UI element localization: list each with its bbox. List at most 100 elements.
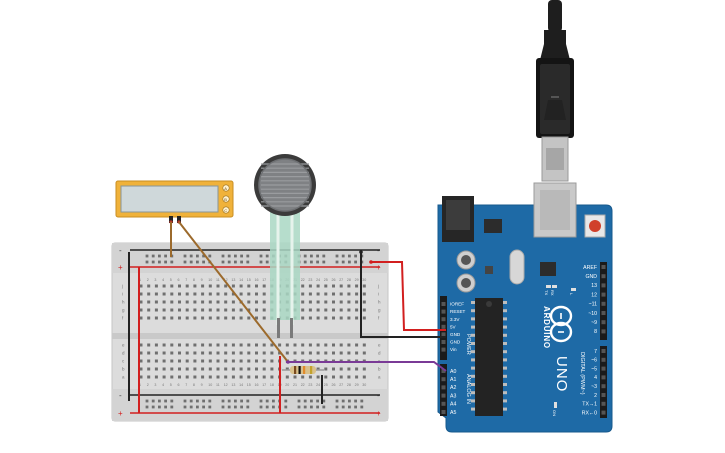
rail-hole[interactable] xyxy=(183,254,187,258)
breadboard-hole[interactable] xyxy=(355,375,359,379)
breadboard-hole[interactable] xyxy=(185,308,189,312)
rail-hole[interactable] xyxy=(227,399,231,403)
breadboard-hole[interactable] xyxy=(208,300,212,304)
breadboard-hole[interactable] xyxy=(216,316,220,320)
breadboard-hole[interactable] xyxy=(170,292,174,296)
breadboard-hole[interactable] xyxy=(308,316,312,320)
breadboard-hole[interactable] xyxy=(231,284,235,288)
breadboard-hole[interactable] xyxy=(170,284,174,288)
rail-hole[interactable] xyxy=(265,254,269,258)
breadboard-hole[interactable] xyxy=(193,351,197,355)
breadboard-hole[interactable] xyxy=(362,292,366,296)
breadboard-hole[interactable] xyxy=(139,300,143,304)
breadboard-hole[interactable] xyxy=(347,316,351,320)
breadboard-hole[interactable] xyxy=(332,284,335,288)
rail-hole[interactable] xyxy=(164,399,167,403)
breadboard-hole[interactable] xyxy=(201,375,205,379)
breadboard-hole[interactable] xyxy=(362,343,366,347)
breadboard-hole[interactable] xyxy=(139,343,143,347)
breadboard-hole[interactable] xyxy=(147,351,151,355)
breadboard-hole[interactable] xyxy=(362,375,366,379)
breadboard-hole[interactable] xyxy=(324,343,328,347)
usb-cable[interactable] xyxy=(536,0,574,182)
breadboard-hole[interactable] xyxy=(239,284,243,288)
rail-hole[interactable] xyxy=(265,399,269,403)
rail-hole[interactable] xyxy=(354,260,357,264)
arduino-uno[interactable]: ARDUINO UNO POWER ANALOG IN DIGITAL (PWM… xyxy=(437,182,613,433)
header-pin[interactable] xyxy=(441,340,446,344)
breadboard-hole[interactable] xyxy=(255,308,258,312)
breadboard-hole[interactable] xyxy=(162,292,166,296)
breadboard-hole[interactable] xyxy=(216,343,220,347)
breadboard-hole[interactable] xyxy=(231,351,235,355)
breadboard-hole[interactable] xyxy=(324,284,328,288)
rail-hole[interactable] xyxy=(164,260,167,264)
breadboard-hole[interactable] xyxy=(201,351,205,355)
breadboard-hole[interactable] xyxy=(185,351,189,355)
breadboard-hole[interactable] xyxy=(247,316,251,320)
breadboard-hole[interactable] xyxy=(362,308,366,312)
breadboard-hole[interactable] xyxy=(285,375,289,379)
rail-hole[interactable] xyxy=(227,260,231,264)
breadboard-hole[interactable] xyxy=(231,343,235,347)
rail-hole[interactable] xyxy=(310,260,313,264)
breadboard-hole[interactable] xyxy=(231,308,235,312)
breadboard-hole[interactable] xyxy=(247,284,251,288)
breadboard-hole[interactable] xyxy=(224,300,228,304)
rail-hole[interactable] xyxy=(158,260,161,264)
header-pin[interactable] xyxy=(441,332,446,337)
breadboard-hole[interactable] xyxy=(224,284,228,288)
rail-hole[interactable] xyxy=(240,399,243,403)
breadboard-hole[interactable] xyxy=(247,292,251,296)
breadboard-hole[interactable] xyxy=(362,300,366,304)
digital-header-bottom[interactable] xyxy=(600,346,607,418)
breadboard-hole[interactable] xyxy=(139,308,143,312)
breadboard-hole[interactable] xyxy=(301,351,305,355)
breadboard-hole[interactable] xyxy=(355,351,359,355)
rail-hole[interactable] xyxy=(348,254,351,258)
breadboard-hole[interactable] xyxy=(308,351,312,355)
breadboard-hole[interactable] xyxy=(255,375,258,379)
header-pin[interactable] xyxy=(441,309,446,314)
header-pin[interactable] xyxy=(601,366,606,371)
rail-hole[interactable] xyxy=(297,405,301,409)
header-pin[interactable] xyxy=(601,357,606,362)
breadboard-hole[interactable] xyxy=(193,300,197,304)
breadboard-hole[interactable] xyxy=(362,351,366,355)
header-pin[interactable] xyxy=(601,410,606,415)
rail-hole[interactable] xyxy=(170,260,174,264)
rail-hole[interactable] xyxy=(196,405,199,409)
rail-hole[interactable] xyxy=(335,260,339,264)
breadboard-hole[interactable] xyxy=(262,351,266,355)
rail-hole[interactable] xyxy=(246,254,250,258)
breadboard-hole[interactable] xyxy=(316,284,320,288)
breadboard-hole[interactable] xyxy=(154,367,158,371)
breadboard-hole[interactable] xyxy=(239,367,243,371)
breadboard-hole[interactable] xyxy=(262,308,266,312)
breadboard-hole[interactable] xyxy=(178,292,181,296)
breadboard-hole[interactable] xyxy=(208,292,212,296)
force-sensor[interactable] xyxy=(254,154,316,338)
breadboard-hole[interactable] xyxy=(178,308,181,312)
breadboard-hole[interactable] xyxy=(224,351,228,355)
breadboard-hole[interactable] xyxy=(185,359,189,363)
rail-hole[interactable] xyxy=(145,260,149,264)
breadboard-hole[interactable] xyxy=(316,300,320,304)
lcd-display[interactable]: A B C xyxy=(115,180,234,224)
breadboard-hole[interactable] xyxy=(231,316,235,320)
breadboard-hole[interactable] xyxy=(162,300,166,304)
rail-hole[interactable] xyxy=(170,405,174,409)
breadboard-hole[interactable] xyxy=(355,300,359,304)
rail-hole[interactable] xyxy=(348,405,351,409)
rail-hole[interactable] xyxy=(234,254,237,258)
header-pin[interactable] xyxy=(601,349,606,353)
breadboard-hole[interactable] xyxy=(193,343,197,347)
breadboard-hole[interactable] xyxy=(332,343,335,347)
breadboard-hole[interactable] xyxy=(270,343,274,347)
breadboard-hole[interactable] xyxy=(185,284,189,288)
breadboard-hole[interactable] xyxy=(362,284,366,288)
rail-hole[interactable] xyxy=(335,405,339,409)
breadboard-hole[interactable] xyxy=(301,292,305,296)
breadboard-hole[interactable] xyxy=(324,375,328,379)
breadboard-hole[interactable] xyxy=(347,367,351,371)
